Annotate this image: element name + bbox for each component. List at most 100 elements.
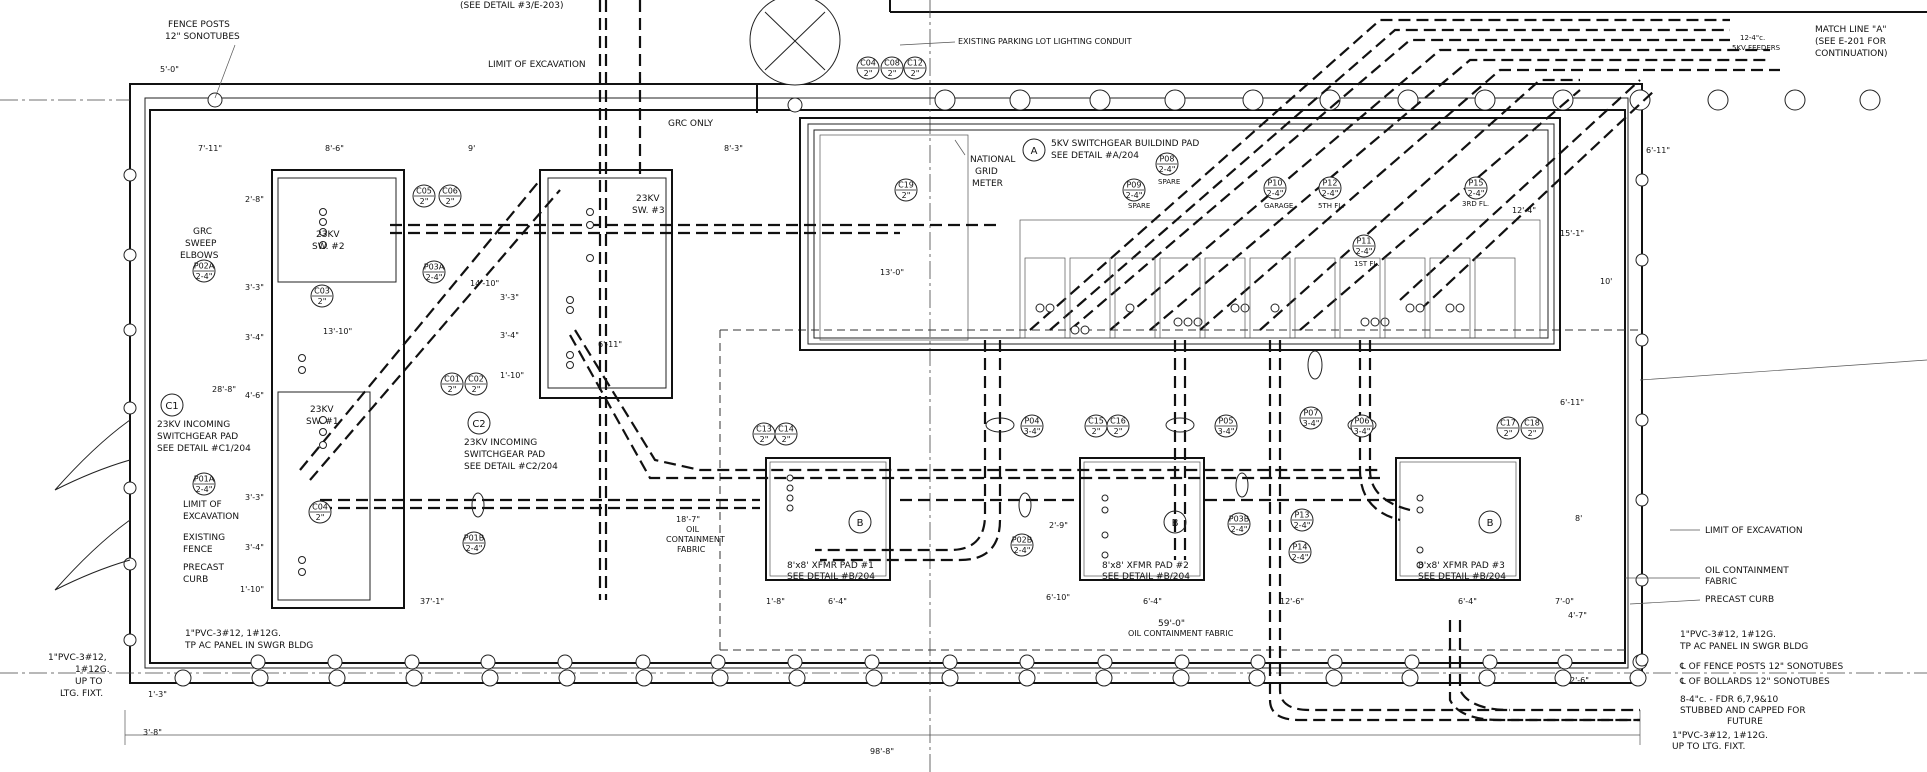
conduit-tag-id: C04 (312, 503, 328, 512)
conduit-tag-id: C03 (314, 287, 330, 296)
conduit-tag-id: C19 (898, 181, 914, 190)
limit-excavation-left-sub: EXCAVATION (183, 512, 239, 522)
conduit-tag-size: 2-4" (1231, 525, 1248, 534)
grid-meter-3: METER (972, 179, 1003, 189)
feeder-label-spare-2: SPARE (1158, 178, 1180, 186)
conduit-tag-size: 3-4" (1303, 419, 1320, 428)
dim-left-overall: 1'-3" (148, 690, 167, 699)
dim-pad-a-w: 13'-0" (880, 268, 904, 277)
conduit-tag-id: P01B (464, 534, 485, 543)
conduit-tag-id: C04 (860, 59, 876, 68)
dim-center-col-3: 3'-4" (500, 331, 519, 340)
right-fdr-2: STUBBED AND CAPPED FOR (1680, 706, 1806, 716)
conduit-tag-id: C15 (1088, 417, 1104, 426)
conduit-tag-size: 2-4" (466, 544, 483, 553)
conduit-tag-size: 2-4" (1267, 189, 1284, 198)
sw3-label: 23KV (636, 194, 660, 204)
dim-left-col-1: 2'-8" (245, 195, 264, 204)
right-pvc-ltg-2: UP TO LTG. FIXT. (1672, 742, 1745, 752)
xfmr-3-tag: B (1487, 518, 1494, 529)
conduit-tag-size: 2" (1114, 427, 1123, 436)
cable-terminations (298, 208, 1465, 576)
conduit-tag-size: 2" (864, 69, 873, 78)
dim-row-6-10: 6'-10" (1046, 593, 1070, 602)
dim-mid-b: 8'-6" (325, 144, 344, 153)
fence-posts-label: FENCE POSTS (168, 20, 230, 30)
conduit-tag-id: P14 (1292, 543, 1307, 552)
pvc-outer-1: 1"PVC-3#12, (48, 653, 107, 663)
xfmr-2-tag: B (1172, 518, 1179, 529)
conduit-tag-id: C06 (442, 187, 458, 196)
conduit-tag-size: 2" (1504, 429, 1513, 438)
dim-left-col-2: 3'-3" (245, 283, 264, 292)
precast-curb-left-sub: CURB (183, 575, 208, 585)
pad-c1-label: C1 23KV INCOMING SWITCHGEAR PAD SEE DETA… (157, 393, 251, 454)
sw1-sub: SW. #1 (306, 417, 339, 427)
conduit-tag-size: 2" (448, 385, 457, 394)
feeder-label-1st: 1ST FL. (1354, 260, 1380, 268)
conduit-tag-size: 2" (902, 191, 911, 200)
xfmr-2-line2: SEE DETAIL #B/204 (1102, 572, 1190, 582)
conduit-tag-size: 2-4" (1322, 189, 1339, 198)
conduit-tag-id: C14 (778, 425, 794, 434)
dim-spacing-bottom: 18'-7" (676, 515, 700, 524)
grc-sweep-sub: SWEEP (185, 239, 217, 249)
conduit-tag-id: P08 (1159, 155, 1174, 164)
conduit-tag-size: 2-4" (1294, 521, 1311, 530)
pvc-outer-4: LTG. FIXT. (60, 689, 103, 699)
dim-right-e: 10' (1600, 277, 1612, 286)
right-pvc-ltg-1: 1"PVC-3#12, 1#12G. (1672, 731, 1768, 741)
conduit-tag-id: P09 (1126, 181, 1141, 190)
conduit-tag-size: 2" (472, 385, 481, 394)
conduit-tag-id: P02A (194, 262, 215, 271)
sw1-label: 23KV (310, 405, 334, 415)
grc-only-label: GRC ONLY (668, 119, 714, 129)
conduit-tag-size: 2-4" (1126, 191, 1143, 200)
dim-left-col-7: 3'-4" (245, 543, 264, 552)
dim-total-bottom: 98'-8" (870, 747, 894, 756)
feeder-label-3rd: 3RD FL. (1462, 200, 1489, 208)
dim-right-g: 4'-7" (1568, 611, 1587, 620)
dim-top-left: 5'-0" (160, 65, 179, 74)
feeder-label-spare-1: SPARE (1128, 202, 1150, 210)
existing-fence-sub: FENCE (183, 545, 213, 555)
limit-excavation-top: LIMIT OF EXCAVATION (488, 60, 586, 70)
oil-fabric-2: CONTAINMENT (666, 535, 725, 544)
grc-sweep-elbows: ELBOWS (180, 251, 219, 261)
dim-bottom-a: 37'-1" (420, 597, 444, 606)
xfmr-1-line2: SEE DETAIL #B/204 (787, 572, 875, 582)
right-fdr-1: 8-4"c. - FDR 6,7,9&10 (1680, 695, 1778, 705)
pad-a-line1: 5KV SWITCHGEAR BUILDIND PAD (1051, 139, 1199, 149)
conduit-tag-id: P15 (1468, 179, 1483, 188)
dim-left-col-5: 28'-8" (212, 385, 236, 394)
dim-right-f: 8' (1575, 514, 1582, 523)
right-bollards: ℄ OF BOLLARDS 12" SONOTUBES (1679, 677, 1830, 687)
switchgear-bays (1024, 257, 1516, 339)
right-fdr-3: FUTURE (1727, 717, 1763, 727)
conduit-tag-id: P01A (194, 475, 215, 484)
right-oil-containment-sub: FABRIC (1705, 577, 1737, 587)
dim-mid-c: 9' (468, 144, 475, 153)
pad-a-tag: A (1031, 146, 1038, 157)
dim-center-col-4: 1'-10" (500, 371, 524, 380)
conduit-tag-size: 2" (760, 435, 769, 444)
dim-mid-a: 7'-11" (198, 144, 222, 153)
conduit-tag-size: 2" (1528, 429, 1537, 438)
conduit-tag-size: 2-4" (196, 272, 213, 281)
dim-left-col-3: 3'-4" (245, 333, 264, 342)
conduit-tag-size: 2-4" (1468, 189, 1485, 198)
conduit-tag-size: 2-4" (1292, 553, 1309, 562)
